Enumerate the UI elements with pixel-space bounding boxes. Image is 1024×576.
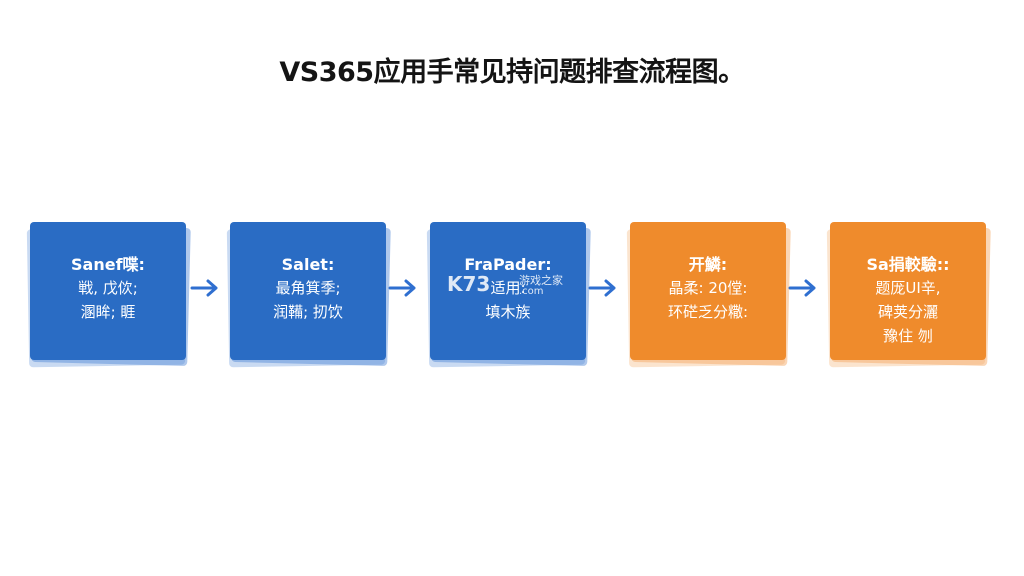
- step-1: Sanef喋: 戦, 戊佽; 溷眸; 睚: [26, 222, 191, 368]
- step-4-line-2: 环硭乏分糤:: [667, 303, 749, 321]
- step-5-heading: Sa捐較驗::: [866, 255, 950, 274]
- step-3-line-1: 适用:: [490, 279, 526, 297]
- step-4-heading: 开鱗:: [688, 255, 728, 274]
- step-4: 开鱗: 晶柔: 20㑽: 环硭乏分糤:: [626, 222, 791, 368]
- step-3: FraPader: 适用: 填木族: [426, 222, 591, 368]
- page-title: VS365应用手常见持问题排查流程图。: [279, 57, 745, 88]
- watermark: K73 游戏之家 .com: [447, 272, 577, 302]
- step-5-line-2: 碑荚分灑: [877, 303, 938, 321]
- watermark-domain: .com: [519, 286, 544, 297]
- step-3-heading: FraPader:: [464, 255, 552, 274]
- arrow-right-icon: [588, 276, 618, 300]
- step-2-line-1: 最角箕季;: [275, 279, 341, 297]
- step-5-line-3: 豫住 刎: [883, 327, 933, 345]
- step-2-heading: Salet:: [281, 255, 335, 274]
- watermark-logo: K73: [447, 272, 491, 296]
- watermark-text: 游戏之家: [519, 274, 563, 287]
- step-2: Salet: 最角箕季; 润鞴; 扨饮: [226, 222, 391, 368]
- step-1-line-1: 戦, 戊佽;: [78, 279, 138, 297]
- step-1-heading: Sanef喋:: [71, 255, 145, 274]
- flowchart: Sanef喋: 戦, 戊佽; 溷眸; 睚 Salet: 最角箕季; 润鞴; 扨饮…: [26, 222, 1000, 372]
- step-3-line-2: 填木族: [485, 303, 531, 321]
- arrow-right-icon: [388, 276, 418, 300]
- step-4-line-1: 晶柔: 20㑽:: [668, 279, 748, 297]
- step-5-line-1: 题厐UI辛,: [875, 279, 941, 297]
- step-2-line-2: 润鞴; 扨饮: [273, 303, 343, 321]
- arrow-right-icon: [788, 276, 818, 300]
- step-5: Sa捐較驗:: 题厐UI辛, 碑荚分灑 豫住 刎: [826, 222, 991, 368]
- step-1-line-2: 溷眸; 睚: [80, 303, 136, 321]
- arrow-right-icon: [190, 276, 220, 300]
